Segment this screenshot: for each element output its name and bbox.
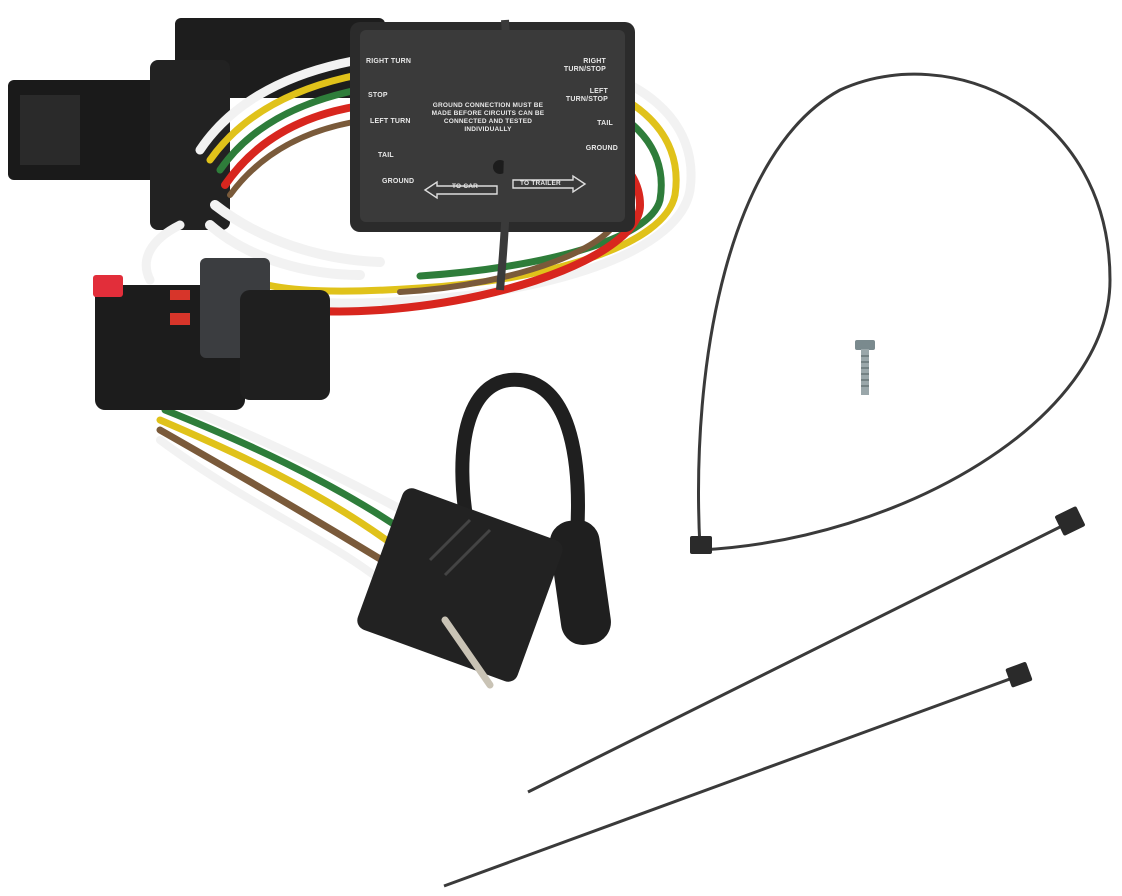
- flat-4-connector: [357, 488, 563, 689]
- label-tail: TAIL: [378, 152, 394, 159]
- zip-tie-1: [527, 520, 1071, 794]
- label-tail-right: TAIL: [597, 120, 613, 127]
- vehicle-connector: [93, 258, 330, 410]
- vehicle-plug-upper: [8, 18, 385, 230]
- label-left-turn: LEFT TURN: [370, 118, 411, 125]
- label-right-turn: RIGHT TURN: [366, 58, 412, 65]
- label-right-turn-stop: RIGHT TURN/STOP: [563, 58, 606, 73]
- converter-module: [350, 19, 635, 291]
- label-left-turn-stop: LEFT TURN/STOP: [565, 88, 608, 103]
- zip-tie-2: [443, 674, 1019, 888]
- label-to-car: TO CAR: [452, 183, 478, 190]
- label-ground-right: GROUND: [585, 145, 618, 152]
- label-stop: STOP: [368, 92, 388, 99]
- ground-connection-note: GROUND CONNECTION MUST BE MADE BEFORE CI…: [431, 102, 545, 133]
- label-to-trailer: TO TRAILER: [520, 180, 561, 187]
- dust-cap: [549, 519, 611, 645]
- label-ground: GROUND: [382, 178, 415, 185]
- zip-tie-long-loop: [697, 72, 1112, 552]
- mounting-screw: [855, 340, 875, 395]
